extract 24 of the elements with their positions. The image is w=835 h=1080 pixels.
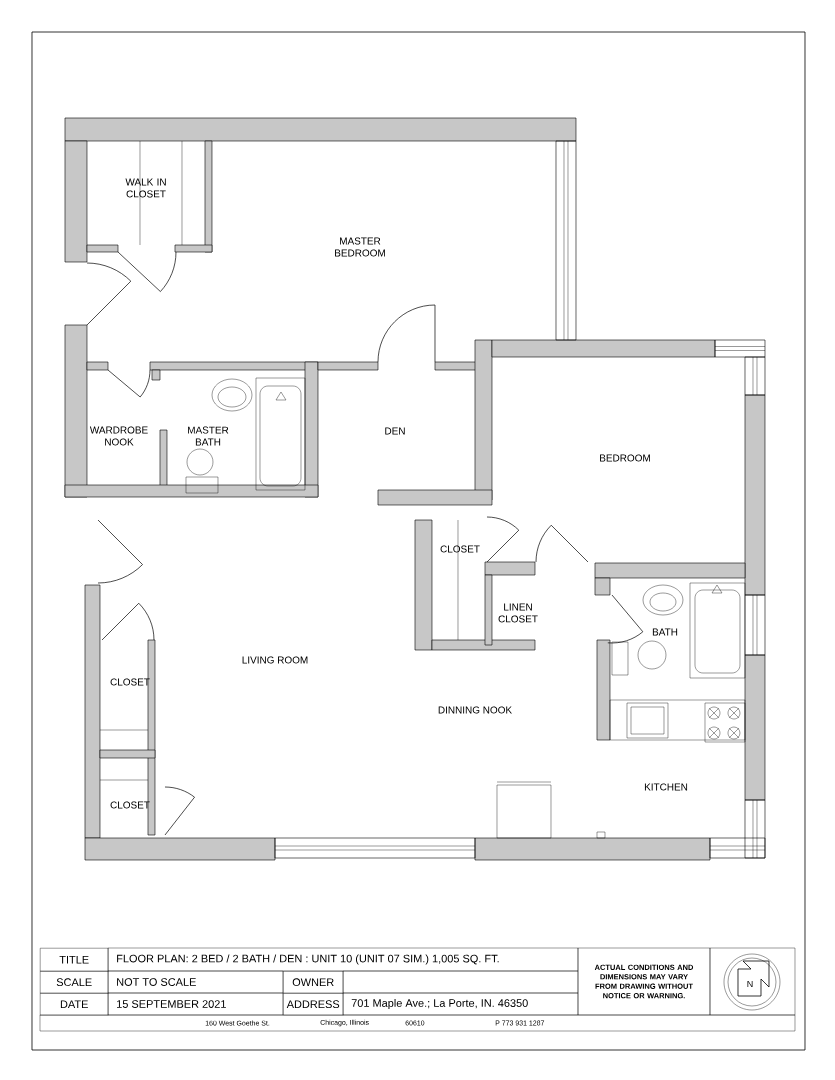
table-header-cell: ADDRESS [283, 993, 344, 1016]
room-label: WARDROBE NOOK [89, 426, 148, 446]
table-cell: NOT TO SCALE [107, 970, 284, 994]
table-cell: FLOOR PLAN: 2 BED / 2 BATH / DEN : UNIT 10 (UNIT 07 SIM.) 1,005 SQ. FT. [107, 947, 579, 972]
table-header-cell: DATE [40, 993, 109, 1016]
room-label: LINEN CLOSET [498, 603, 538, 623]
room-label: CLOSET [110, 678, 150, 686]
room-label: DEN [385, 427, 405, 435]
table-cell: 15 SEPTEMBER 2021 [107, 992, 284, 1016]
room-label: WALK IN CLOSET [125, 178, 166, 198]
room-label: CLOSET [110, 801, 150, 809]
table-header-cell: SCALE [40, 971, 109, 994]
table-header-cell: TITLE [40, 948, 109, 972]
room-label: MASTER BEDROOM [335, 237, 385, 257]
room-label: KITCHEN [644, 783, 688, 791]
room-label: BATH [652, 628, 678, 636]
room-label: CLOSET [440, 545, 480, 553]
table-cell: 701 Maple Ave.; La Porte, IN. 46350 [342, 992, 579, 1016]
room-label: BEDROOM [600, 454, 650, 462]
room-label: DINNING NOOK [438, 706, 512, 714]
table-header-cell: OWNER [283, 971, 344, 994]
room-label: MASTER BATH [188, 426, 229, 446]
room-label: LIVING ROOM [242, 656, 308, 664]
compass-letter: N [747, 980, 753, 988]
